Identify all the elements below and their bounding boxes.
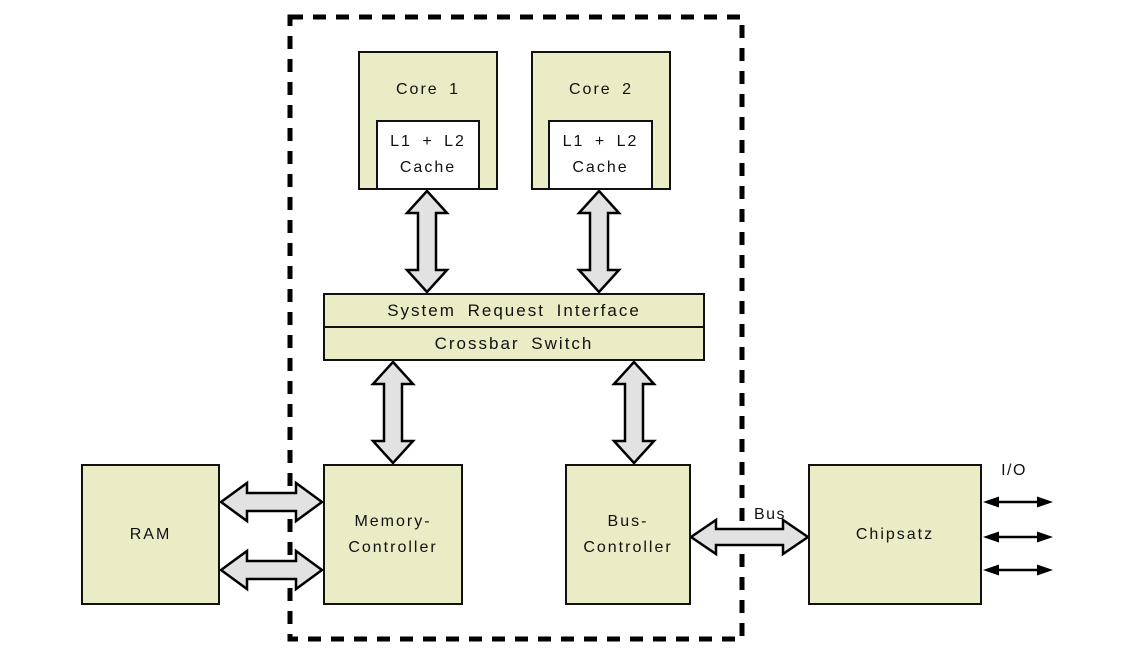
arrow-ram-memory-controller-upper [218, 480, 325, 524]
chipset-box: Chipsatz [808, 464, 982, 605]
arrow-bus-controller-chipset [688, 517, 811, 557]
bus-controller-line2: Controller [583, 538, 673, 556]
memory-controller-line2: Controller [348, 538, 438, 556]
core2-cache-line1: L1 + L2 [562, 133, 639, 150]
io-arrow-3 [983, 564, 1053, 576]
memory-controller-line1: Memory- [354, 512, 432, 530]
cpu-die-dashed-boundary [287, 14, 745, 642]
io-arrow-2 [983, 531, 1053, 543]
core1-cache-line2: Cache [399, 159, 457, 176]
crossbar-switch-label: Crossbar Switch [434, 333, 594, 353]
arrow-crossbar-to-memory-controller [370, 360, 416, 465]
ram-box: RAM [81, 464, 220, 605]
core1-cache-line1: L1 + L2 [390, 133, 466, 150]
io-arrows-group [983, 496, 1053, 576]
io-arrow-1 [983, 496, 1053, 508]
system-request-interface-bar: System Request Interface [323, 293, 705, 328]
arrow-core2-to-sri [576, 189, 622, 294]
io-label: I/O [1001, 462, 1027, 479]
crossbar-switch-bar: Crossbar Switch [323, 326, 705, 361]
arrow-core1-to-sri [404, 189, 450, 294]
chipset-label: Chipsatz [855, 525, 935, 543]
bus-controller-line1: Bus- [607, 512, 649, 530]
bus-arrow-label: Bus [753, 506, 787, 523]
arrow-crossbar-to-bus-controller [611, 360, 657, 465]
core1-label: Core 1 [395, 81, 461, 98]
core2-cache-line2: Cache [572, 159, 629, 176]
core2-label: Core 2 [568, 81, 634, 98]
system-request-interface-label: System Request Interface [387, 300, 641, 320]
memory-controller-box: Memory- Controller [323, 464, 463, 605]
arrow-ram-memory-controller-lower [218, 548, 325, 592]
core2-cache-box: L1 + L2 Cache [548, 120, 653, 190]
ram-label: RAM [129, 525, 172, 543]
core1-cache-box: L1 + L2 Cache [376, 120, 480, 190]
bus-controller-box: Bus- Controller [565, 464, 691, 605]
